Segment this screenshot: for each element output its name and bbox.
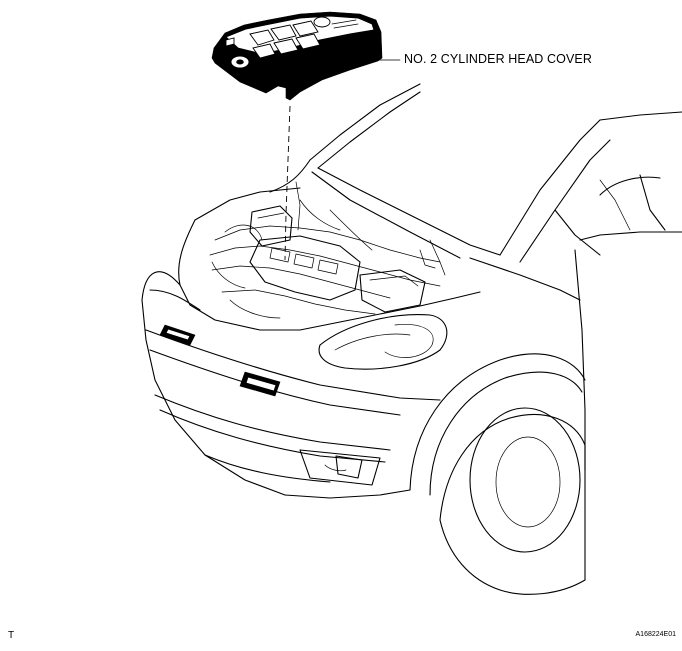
corner-mark: T <box>8 630 15 641</box>
vehicle-body <box>141 83 682 595</box>
cylinder-head-cover-callout: NO. 2 CYLINDER HEAD COVER <box>404 52 592 66</box>
figure-id: A168224E01 <box>635 631 676 638</box>
cylinder-head-cover-part <box>211 11 383 101</box>
engine-bay <box>209 181 446 319</box>
